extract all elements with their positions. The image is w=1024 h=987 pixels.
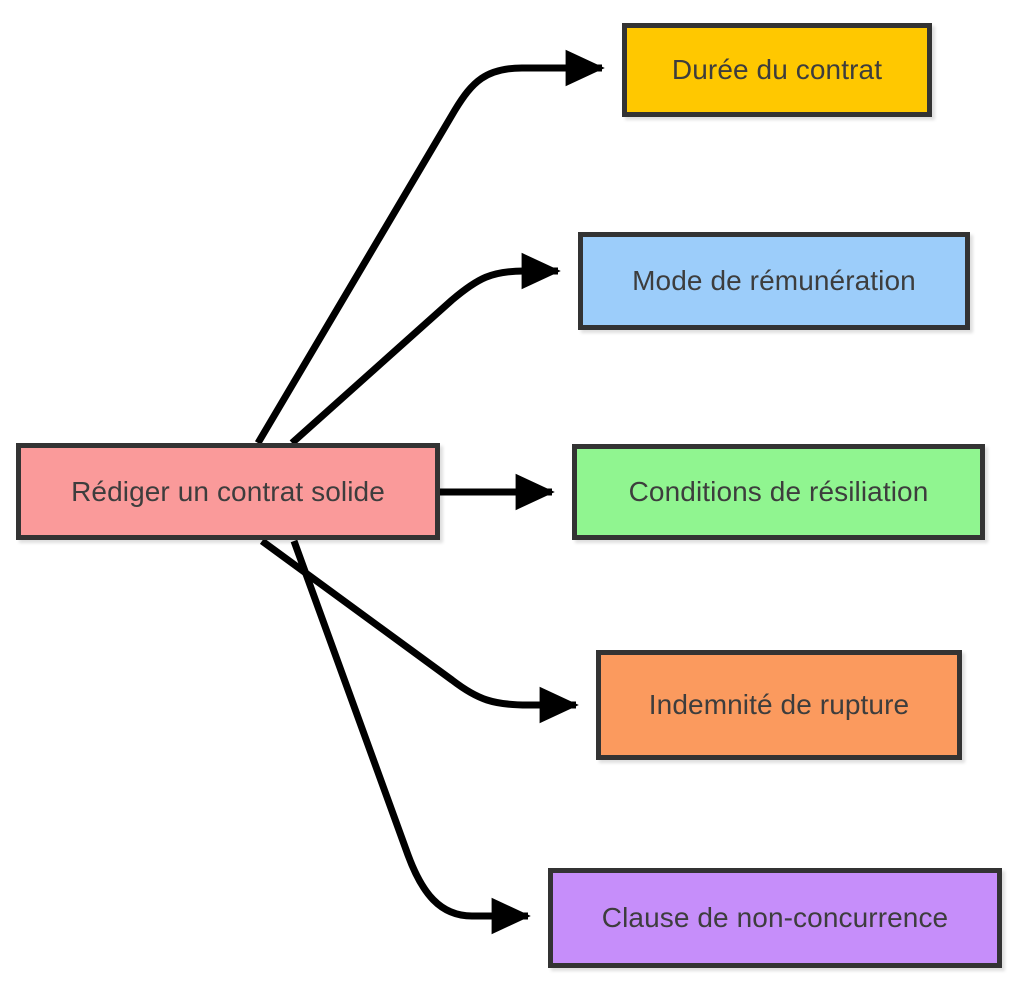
node-label: Mode de rémunération: [632, 265, 916, 297]
node-label: Rédiger un contrat solide: [71, 475, 385, 507]
node-rediger-un-contrat-solide[interactable]: Rédiger un contrat solide: [16, 443, 440, 540]
node-indemnite-de-rupture[interactable]: Indemnité de rupture: [596, 650, 962, 760]
connector-root-to-indemnite: [259, 538, 579, 724]
node-label: Durée du contrat: [671, 54, 883, 86]
node-duree-du-contrat[interactable]: Durée du contrat: [622, 23, 932, 117]
node-conditions-de-resiliation[interactable]: Conditions de résiliation: [572, 444, 985, 540]
node-label: Clause de non-concurrence: [601, 902, 949, 934]
connector-root-to-duree: [254, 49, 605, 445]
node-label: Indemnité de rupture: [648, 689, 910, 721]
connector-root-to-remuneration: [289, 252, 561, 446]
node-label: Conditions de résiliation: [628, 476, 929, 508]
connector-root-to-concurrence: [290, 539, 531, 935]
node-mode-de-remuneration[interactable]: Mode de rémunération: [578, 232, 970, 330]
node-clause-de-non-concurrence[interactable]: Clause de non-concurrence: [548, 868, 1002, 968]
